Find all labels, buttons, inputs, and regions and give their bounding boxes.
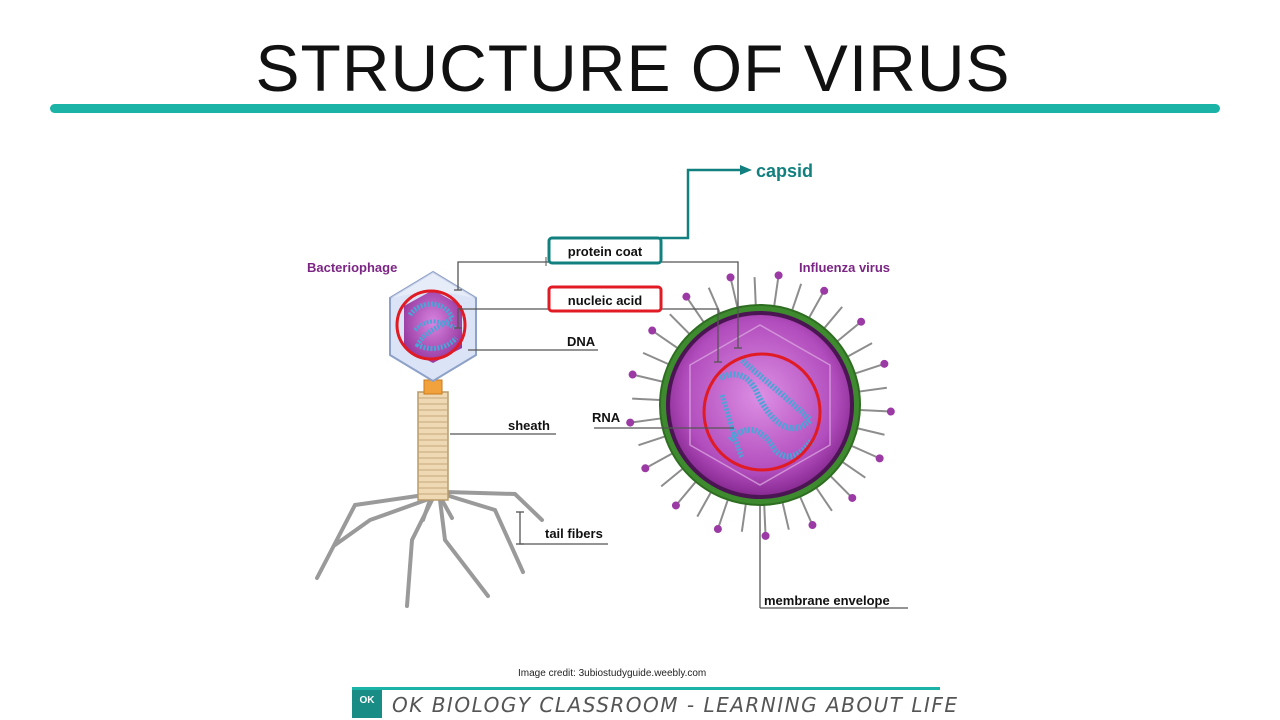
spike (850, 444, 878, 459)
influenza-virus (626, 271, 895, 540)
image-credit: Image credit: 3ubiostudyguide.weebly.com (518, 668, 707, 679)
spike (669, 313, 691, 335)
spike (633, 417, 662, 424)
page-title: STRUCTURE OF VIRUS (255, 31, 1011, 105)
spike (654, 331, 679, 349)
spike (677, 481, 697, 504)
surface-spikes (632, 277, 888, 533)
spike (773, 278, 780, 307)
spike (717, 499, 729, 527)
tail-fibers-label: tail fibers (545, 526, 603, 541)
spike (660, 467, 684, 488)
spike-tip (726, 273, 735, 282)
spike (815, 487, 833, 512)
spike-tip (626, 418, 635, 427)
spike (647, 452, 673, 468)
spike (753, 277, 757, 306)
tail-fibers (315, 490, 544, 608)
spike (836, 322, 860, 343)
spike-tip (628, 370, 637, 379)
spike-tips (626, 271, 895, 540)
dna-label: DNA (567, 334, 596, 349)
phage-head (389, 270, 477, 383)
spike (642, 351, 670, 366)
spike (635, 374, 663, 383)
spike-tip (648, 326, 657, 335)
membrane-envelope-label: membrane envelope (764, 593, 890, 608)
spike (854, 363, 882, 375)
nucleic-acid-label: nucleic acid (568, 293, 642, 308)
spike-tip (848, 493, 857, 502)
spike-tip (880, 359, 889, 368)
nucleic-acid-box (547, 285, 663, 313)
capsid-arrowhead (740, 165, 752, 175)
rna-label: RNA (592, 410, 621, 425)
spike (829, 475, 851, 497)
capsid-label: capsid (756, 161, 813, 181)
tail-sheath (417, 379, 449, 501)
spike-tip (820, 286, 829, 295)
sheath-label: sheath (508, 418, 550, 433)
spike (763, 504, 767, 533)
dna-highlight-circle (395, 289, 467, 361)
spike-tip (671, 501, 680, 510)
spike-tip (857, 317, 866, 326)
spike-tip (808, 521, 817, 530)
spike (808, 292, 824, 319)
spike-tip (761, 531, 770, 540)
footer-rule (352, 687, 940, 690)
spike (859, 408, 888, 413)
spike (696, 491, 712, 518)
spike (857, 427, 885, 436)
protein-coat-box (547, 236, 663, 265)
spike (632, 397, 661, 402)
bacteriophage-label: Bacteriophage (307, 260, 397, 275)
spike (841, 461, 866, 479)
capsid-arrow (660, 168, 742, 240)
footer-logo: OK (352, 690, 382, 718)
spike (858, 386, 887, 393)
spike (638, 435, 666, 447)
spike-tip (682, 292, 691, 301)
protein-coat-label: protein coat (568, 244, 643, 259)
spike-tip (875, 454, 884, 463)
spike-tip (713, 525, 722, 534)
spike (687, 298, 705, 323)
rna-highlight-circle (702, 352, 822, 472)
influenza-virus-label: Influenza virus (799, 260, 890, 275)
bacteriophage (315, 270, 544, 608)
spike (740, 503, 747, 532)
footer-text: OK BIOLOGY CLASSROOM - LEARNING ABOUT LI… (392, 693, 959, 717)
spike (823, 306, 843, 329)
spike (791, 283, 803, 311)
spike (799, 496, 813, 523)
spike (847, 342, 873, 358)
spike-tip (774, 271, 783, 280)
spike (781, 502, 790, 530)
spike-tip (886, 407, 895, 416)
title-underline (50, 104, 1220, 113)
spike (730, 280, 739, 308)
spike-tip (641, 464, 650, 473)
